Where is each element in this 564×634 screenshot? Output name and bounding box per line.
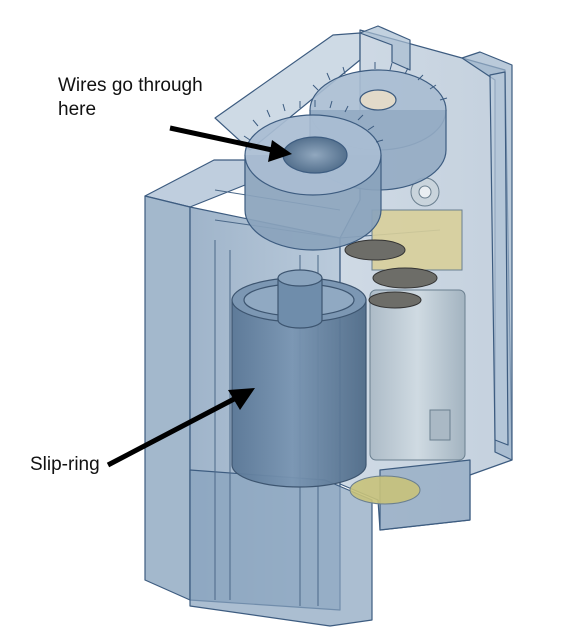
slip-ring-arrow-icon <box>106 388 255 468</box>
housing-left-face <box>144 195 191 601</box>
gear-train <box>344 239 438 309</box>
slip-ring-shaft <box>277 277 323 329</box>
front-gear <box>244 114 382 251</box>
slip-ring <box>231 269 367 488</box>
motor-pcb <box>371 209 463 271</box>
wire-hole <box>282 136 348 174</box>
housing-rail-slot <box>489 71 509 446</box>
motor-body <box>369 289 466 461</box>
slip-ring-label: Slip-ring <box>30 454 100 475</box>
wires-label: Wires go through here <box>58 75 203 120</box>
slip-ring-body <box>231 299 367 488</box>
housing-base-step <box>189 469 373 627</box>
gears <box>243 62 448 251</box>
wires-arrow-icon <box>169 125 292 162</box>
housing-top-slot <box>359 25 411 71</box>
motor-bottom-gear <box>349 475 421 505</box>
